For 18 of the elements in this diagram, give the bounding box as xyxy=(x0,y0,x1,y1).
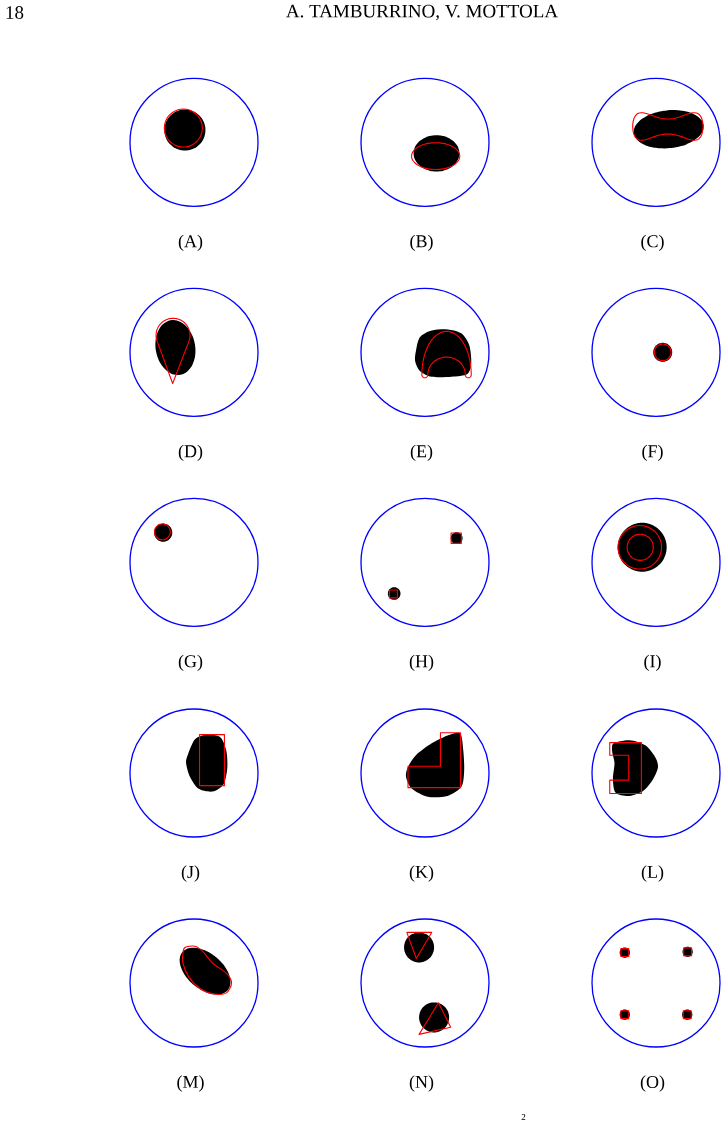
panel-label: (A) xyxy=(178,234,203,251)
panel-label: (L) xyxy=(641,865,664,882)
running-head: A. TAMBURRINO, V. MOTTOLA xyxy=(286,4,558,21)
panel-label: (C) xyxy=(641,234,664,251)
panel-label: (O) xyxy=(640,1075,665,1092)
page-number: 18 xyxy=(6,6,24,19)
panel-label: (G) xyxy=(178,654,203,671)
panel-label: (K) xyxy=(409,865,434,882)
panel-label: (B) xyxy=(410,234,433,251)
panel-label: (F) xyxy=(642,444,663,461)
panel-label: (M) xyxy=(177,1075,204,1092)
panel-label: (E) xyxy=(410,444,433,461)
panel-label: (H) xyxy=(409,654,434,671)
cut-off-text: 2 xyxy=(521,1114,526,1120)
panel-label: (J) xyxy=(181,865,200,882)
panel-label: (D) xyxy=(178,444,203,461)
panel-label: (I) xyxy=(644,654,661,671)
panel-label: (N) xyxy=(409,1075,434,1092)
